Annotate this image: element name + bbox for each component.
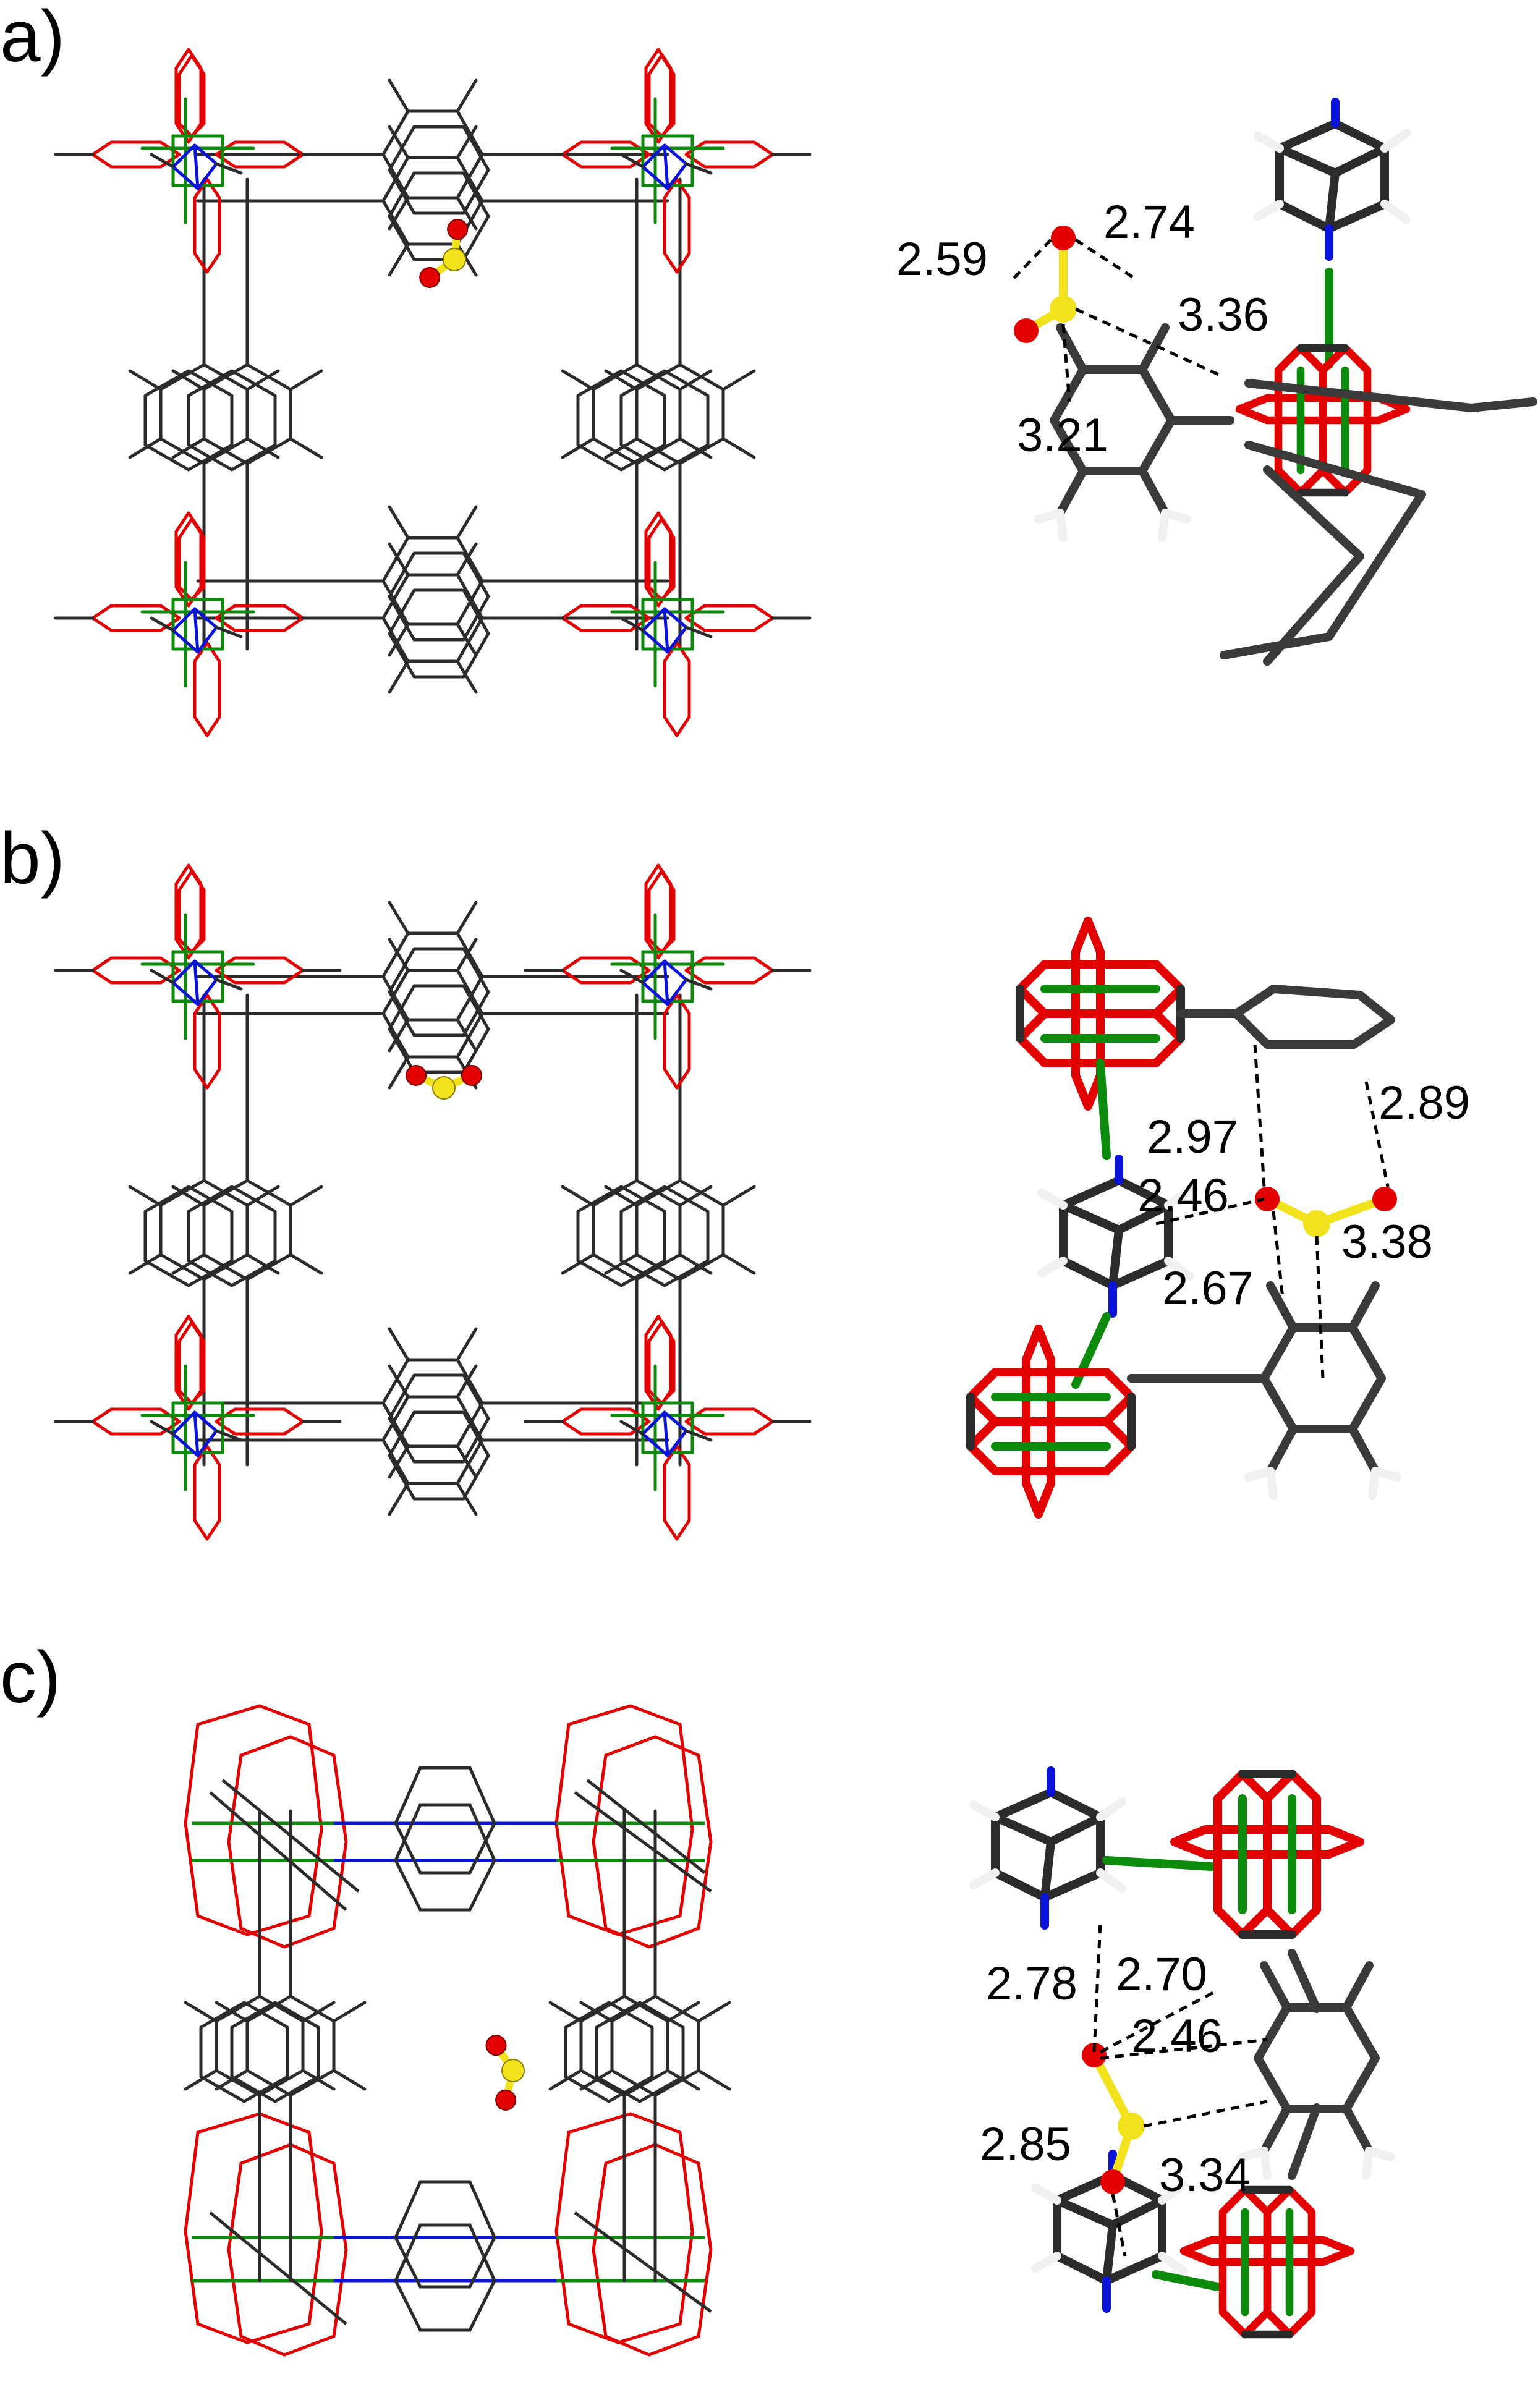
- panel-label-c: c): [0, 1637, 61, 1718]
- distance-label: 2.97: [1147, 1111, 1238, 1163]
- panel-c-framework: [184, 1704, 729, 2357]
- panel-label-b: b): [0, 818, 65, 899]
- panel-a-framework: [56, 49, 810, 736]
- distance-label: 3.36: [1178, 289, 1269, 341]
- panel-c-detail: 2.78 2.70 2.46 2.85 3.34: [974, 1771, 1391, 2334]
- distance-label: 2.46: [1137, 1169, 1229, 1222]
- so2-molecule-b-detail: [1255, 1187, 1397, 1237]
- panel-b-framework: [56, 865, 810, 1539]
- so2-molecule-a-detail: [1014, 226, 1077, 343]
- so2-molecule-c: [485, 2032, 530, 2112]
- so2-molecule-c-detail: [1082, 2043, 1145, 2194]
- distance-label: 2.85: [980, 2118, 1071, 2171]
- panel-a-detail: 2.59 2.74 3.36 3.21: [896, 102, 1537, 666]
- distance-label: 2.78: [986, 1957, 1077, 2010]
- distance-label: 2.70: [1116, 1948, 1207, 2001]
- distance-label: 2.74: [1103, 196, 1195, 248]
- panel-label-a: a): [0, 0, 65, 77]
- distance-label: 2.59: [896, 233, 988, 286]
- distance-label: 3.21: [1017, 409, 1108, 462]
- distance-label: 2.46: [1131, 2010, 1223, 2062]
- panel-b-detail: 2.97 2.89 2.46 3.38 2.67: [971, 921, 1470, 1514]
- so2-molecule-a: [416, 216, 483, 298]
- distance-label: 2.89: [1379, 1077, 1470, 1129]
- so2-molecule-b: [406, 1066, 482, 1099]
- distance-label: 3.38: [1341, 1216, 1433, 1268]
- distance-label: 3.34: [1159, 2149, 1251, 2202]
- distance-label: 2.67: [1162, 1262, 1254, 1315]
